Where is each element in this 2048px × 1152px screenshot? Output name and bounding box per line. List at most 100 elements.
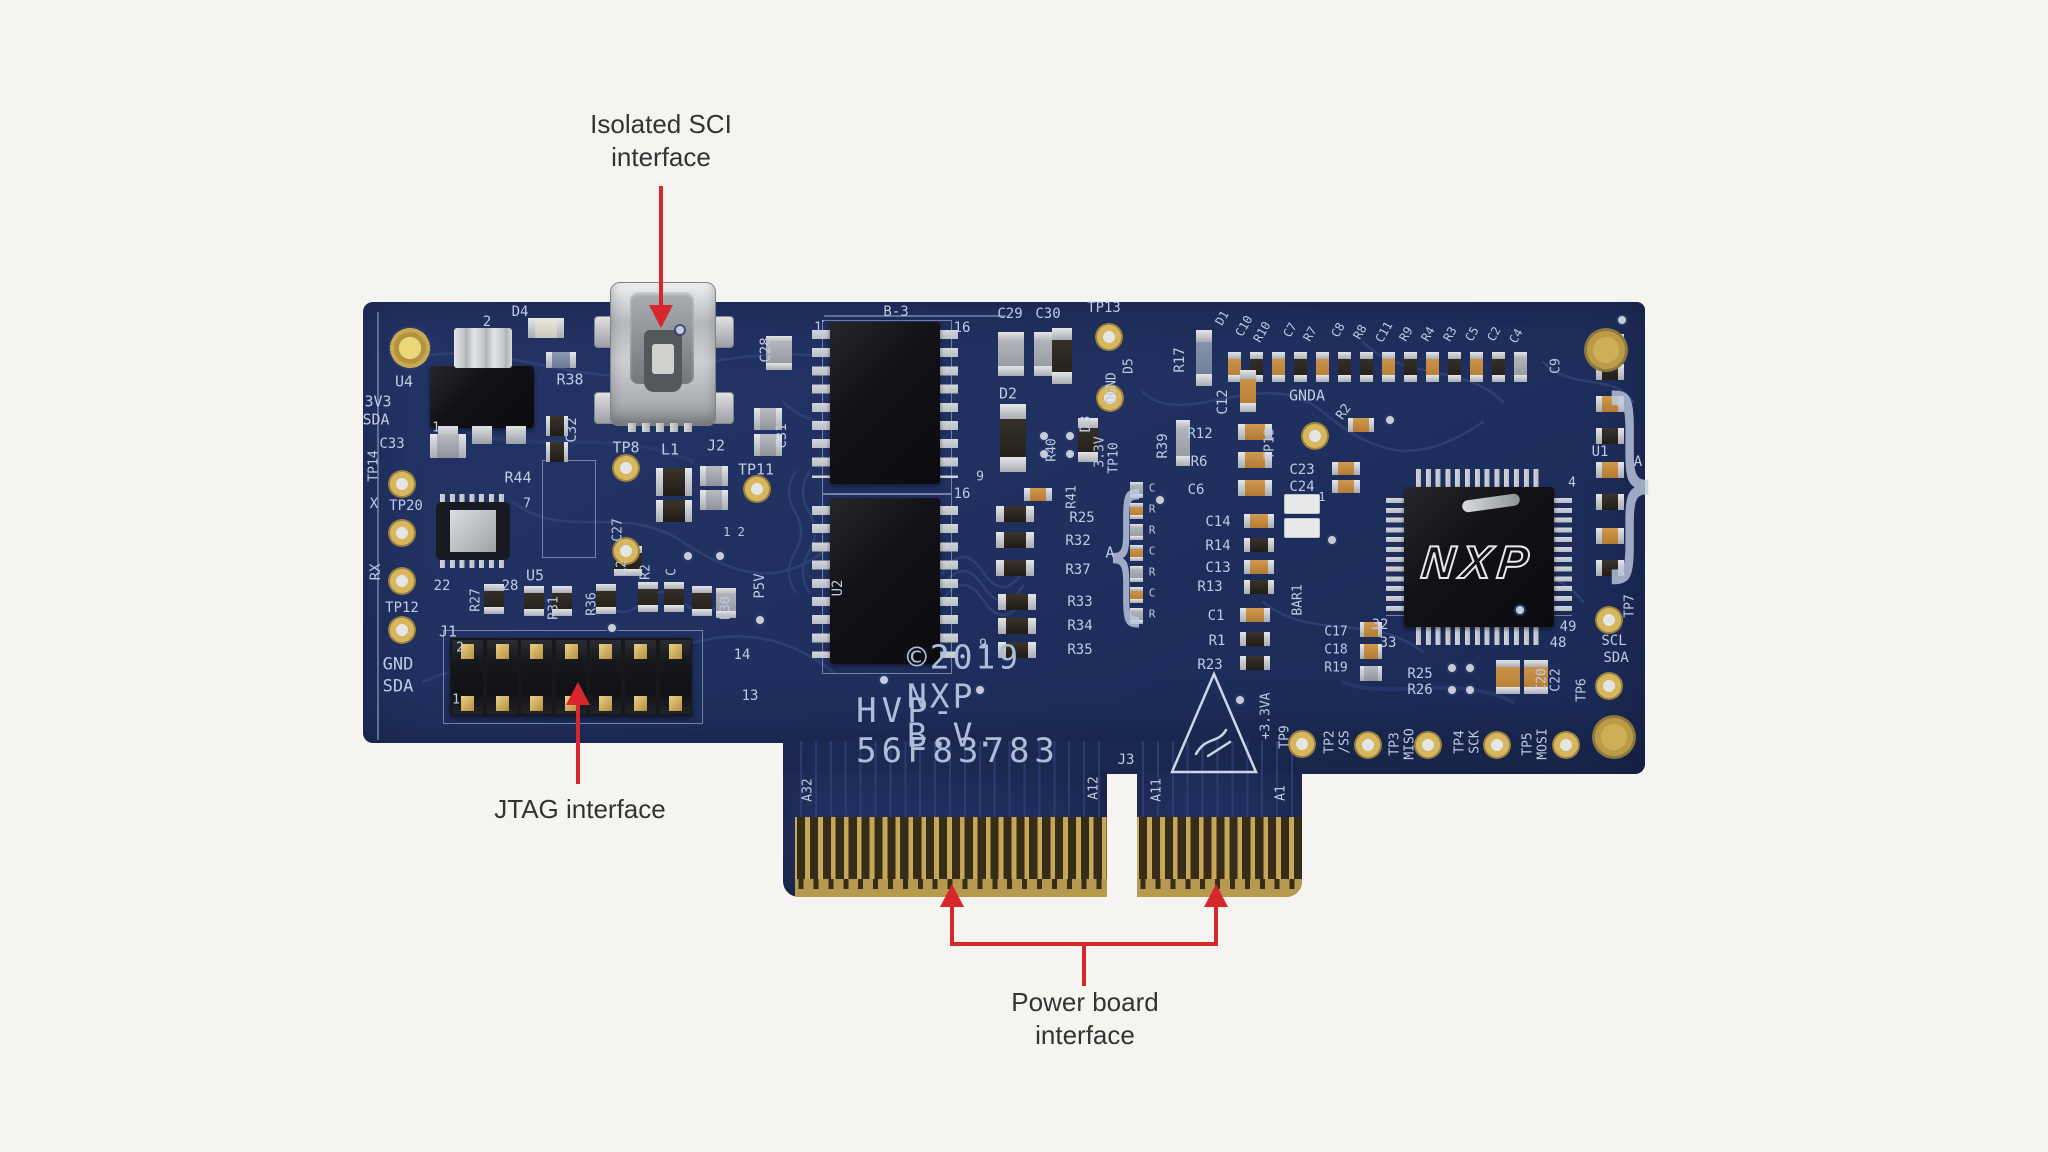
smd-component <box>1360 644 1382 659</box>
via-pad <box>1040 432 1048 440</box>
silkscreen-bracket: } <box>1601 355 1659 600</box>
silkscreen-label: C24 <box>1289 479 1315 495</box>
silkscreen-label: R <box>1148 523 1156 537</box>
smd-component <box>552 586 572 616</box>
smd-component <box>1272 352 1285 382</box>
isolator-ic-b3 <box>830 322 940 484</box>
smd-component <box>1360 622 1382 637</box>
smd-component <box>700 466 728 486</box>
test-point <box>612 537 640 565</box>
smd-component <box>996 506 1034 522</box>
via-pad <box>1040 450 1048 458</box>
silkscreen-label: J3 <box>1117 752 1135 768</box>
silkscreen-label: 1 <box>1318 490 1326 504</box>
silkscreen-label: TP11 <box>737 460 775 479</box>
via-pad <box>1386 416 1394 424</box>
silkscreen-label: C <box>1148 481 1156 495</box>
test-point <box>612 454 640 482</box>
via-pad <box>1448 686 1456 694</box>
silkscreen-label: R25 <box>1407 666 1433 682</box>
via-pad <box>684 552 692 560</box>
silkscreen-label: R <box>1148 565 1156 579</box>
qfn-chip-u5 <box>436 502 510 560</box>
silkscreen-label: C18 <box>1324 642 1348 658</box>
silkscreen-label: B-3 <box>883 304 909 320</box>
jtag-pin <box>530 644 544 659</box>
smd-component <box>1332 462 1360 475</box>
silkscreen-label: 13 <box>741 688 759 704</box>
smd-component <box>1078 418 1098 462</box>
power-bracket-stem <box>1082 942 1086 986</box>
silkscreen-label: U4 <box>394 372 414 391</box>
mounting-pad <box>1584 328 1628 372</box>
silkscreen-label: R14 <box>1205 538 1231 554</box>
connector-traces <box>1137 741 1302 774</box>
silkscreen-label: 48 <box>1549 635 1567 651</box>
silkscreen-label: R30 <box>718 596 734 620</box>
smd-component <box>1228 352 1241 382</box>
power-board-interface-label: Power board interface <box>960 986 1210 1052</box>
smd-component <box>1382 352 1395 382</box>
jtag-outline-box <box>443 630 703 724</box>
jtag-arrow-line <box>576 702 580 784</box>
jtag-pin <box>599 696 613 711</box>
smd-component <box>1338 352 1351 382</box>
silkscreen-label: R37 <box>1065 562 1091 578</box>
smd-component <box>716 588 736 618</box>
silkscreen-label: D4 <box>511 304 529 320</box>
smd-component <box>524 586 544 616</box>
smd-component <box>596 584 616 614</box>
test-point <box>1096 384 1124 412</box>
sci-label-line2: interface <box>611 142 711 172</box>
test-point <box>1414 731 1442 759</box>
silkscreen-label: D2 <box>998 384 1018 403</box>
silkscreen-label: 2 <box>456 640 464 656</box>
silkscreen-label: C13 <box>1205 560 1231 576</box>
esd-warning-triangle <box>1170 670 1258 774</box>
silkscreen-label: 2 <box>482 314 492 330</box>
jtag-pin-column <box>521 640 553 714</box>
edge-connector-tongue-right <box>1137 772 1302 897</box>
smd-component <box>546 352 576 368</box>
smd-component <box>1244 538 1274 552</box>
silkscreen-label: R25 <box>1069 510 1095 526</box>
silkscreen-label: U1 <box>1591 444 1609 460</box>
jtag-pin <box>495 644 509 659</box>
jtag-arrow-head <box>566 682 590 705</box>
silkscreen-label: R38 <box>556 370 584 389</box>
silkscreen-label: A11 <box>1149 778 1165 802</box>
silkscreen-label: 49 <box>1559 619 1577 635</box>
via-pad <box>1156 496 1164 504</box>
smd-component <box>664 582 684 612</box>
silkscreen-label: C6 <box>1187 482 1205 498</box>
smd-component <box>1176 420 1190 466</box>
silkscreen-label: C29 <box>997 306 1023 322</box>
silkscreen-label: U2 <box>830 579 846 597</box>
silkscreen-label: 3V3 <box>364 392 392 411</box>
silkscreen-label: C33 <box>379 436 405 452</box>
smd-component <box>1404 352 1417 382</box>
smd-component <box>656 468 692 496</box>
via-pad <box>1516 606 1524 614</box>
silkscreen-label: R44 <box>504 468 532 487</box>
chip-marking <box>1461 493 1521 513</box>
smd-component <box>1524 660 1548 694</box>
silkscreen-label: C14 <box>1205 514 1231 530</box>
smd-component <box>998 642 1036 658</box>
jtag-pin-column <box>659 640 691 714</box>
silkscreen-label: TP8 <box>612 438 640 457</box>
smd-component <box>1240 656 1270 670</box>
smd-component <box>1238 480 1272 496</box>
smd-component <box>1284 518 1320 538</box>
smd-component <box>656 500 692 522</box>
silkscreen-label: BAR1 <box>1290 584 1306 616</box>
power-label-line1: Power board <box>1011 987 1159 1017</box>
connector-traces <box>795 741 1107 774</box>
silkscreen-label: 3.3V <box>1092 436 1108 468</box>
silkscreen-label: X <box>369 496 379 512</box>
silkscreen-big-text: HVP-56F83783 <box>856 691 1060 771</box>
voltage-regulator-u4 <box>430 366 534 428</box>
qfp-pins-right <box>1554 498 1572 616</box>
silkscreen-label: R39 <box>1155 433 1171 459</box>
u4-leg <box>472 426 492 444</box>
